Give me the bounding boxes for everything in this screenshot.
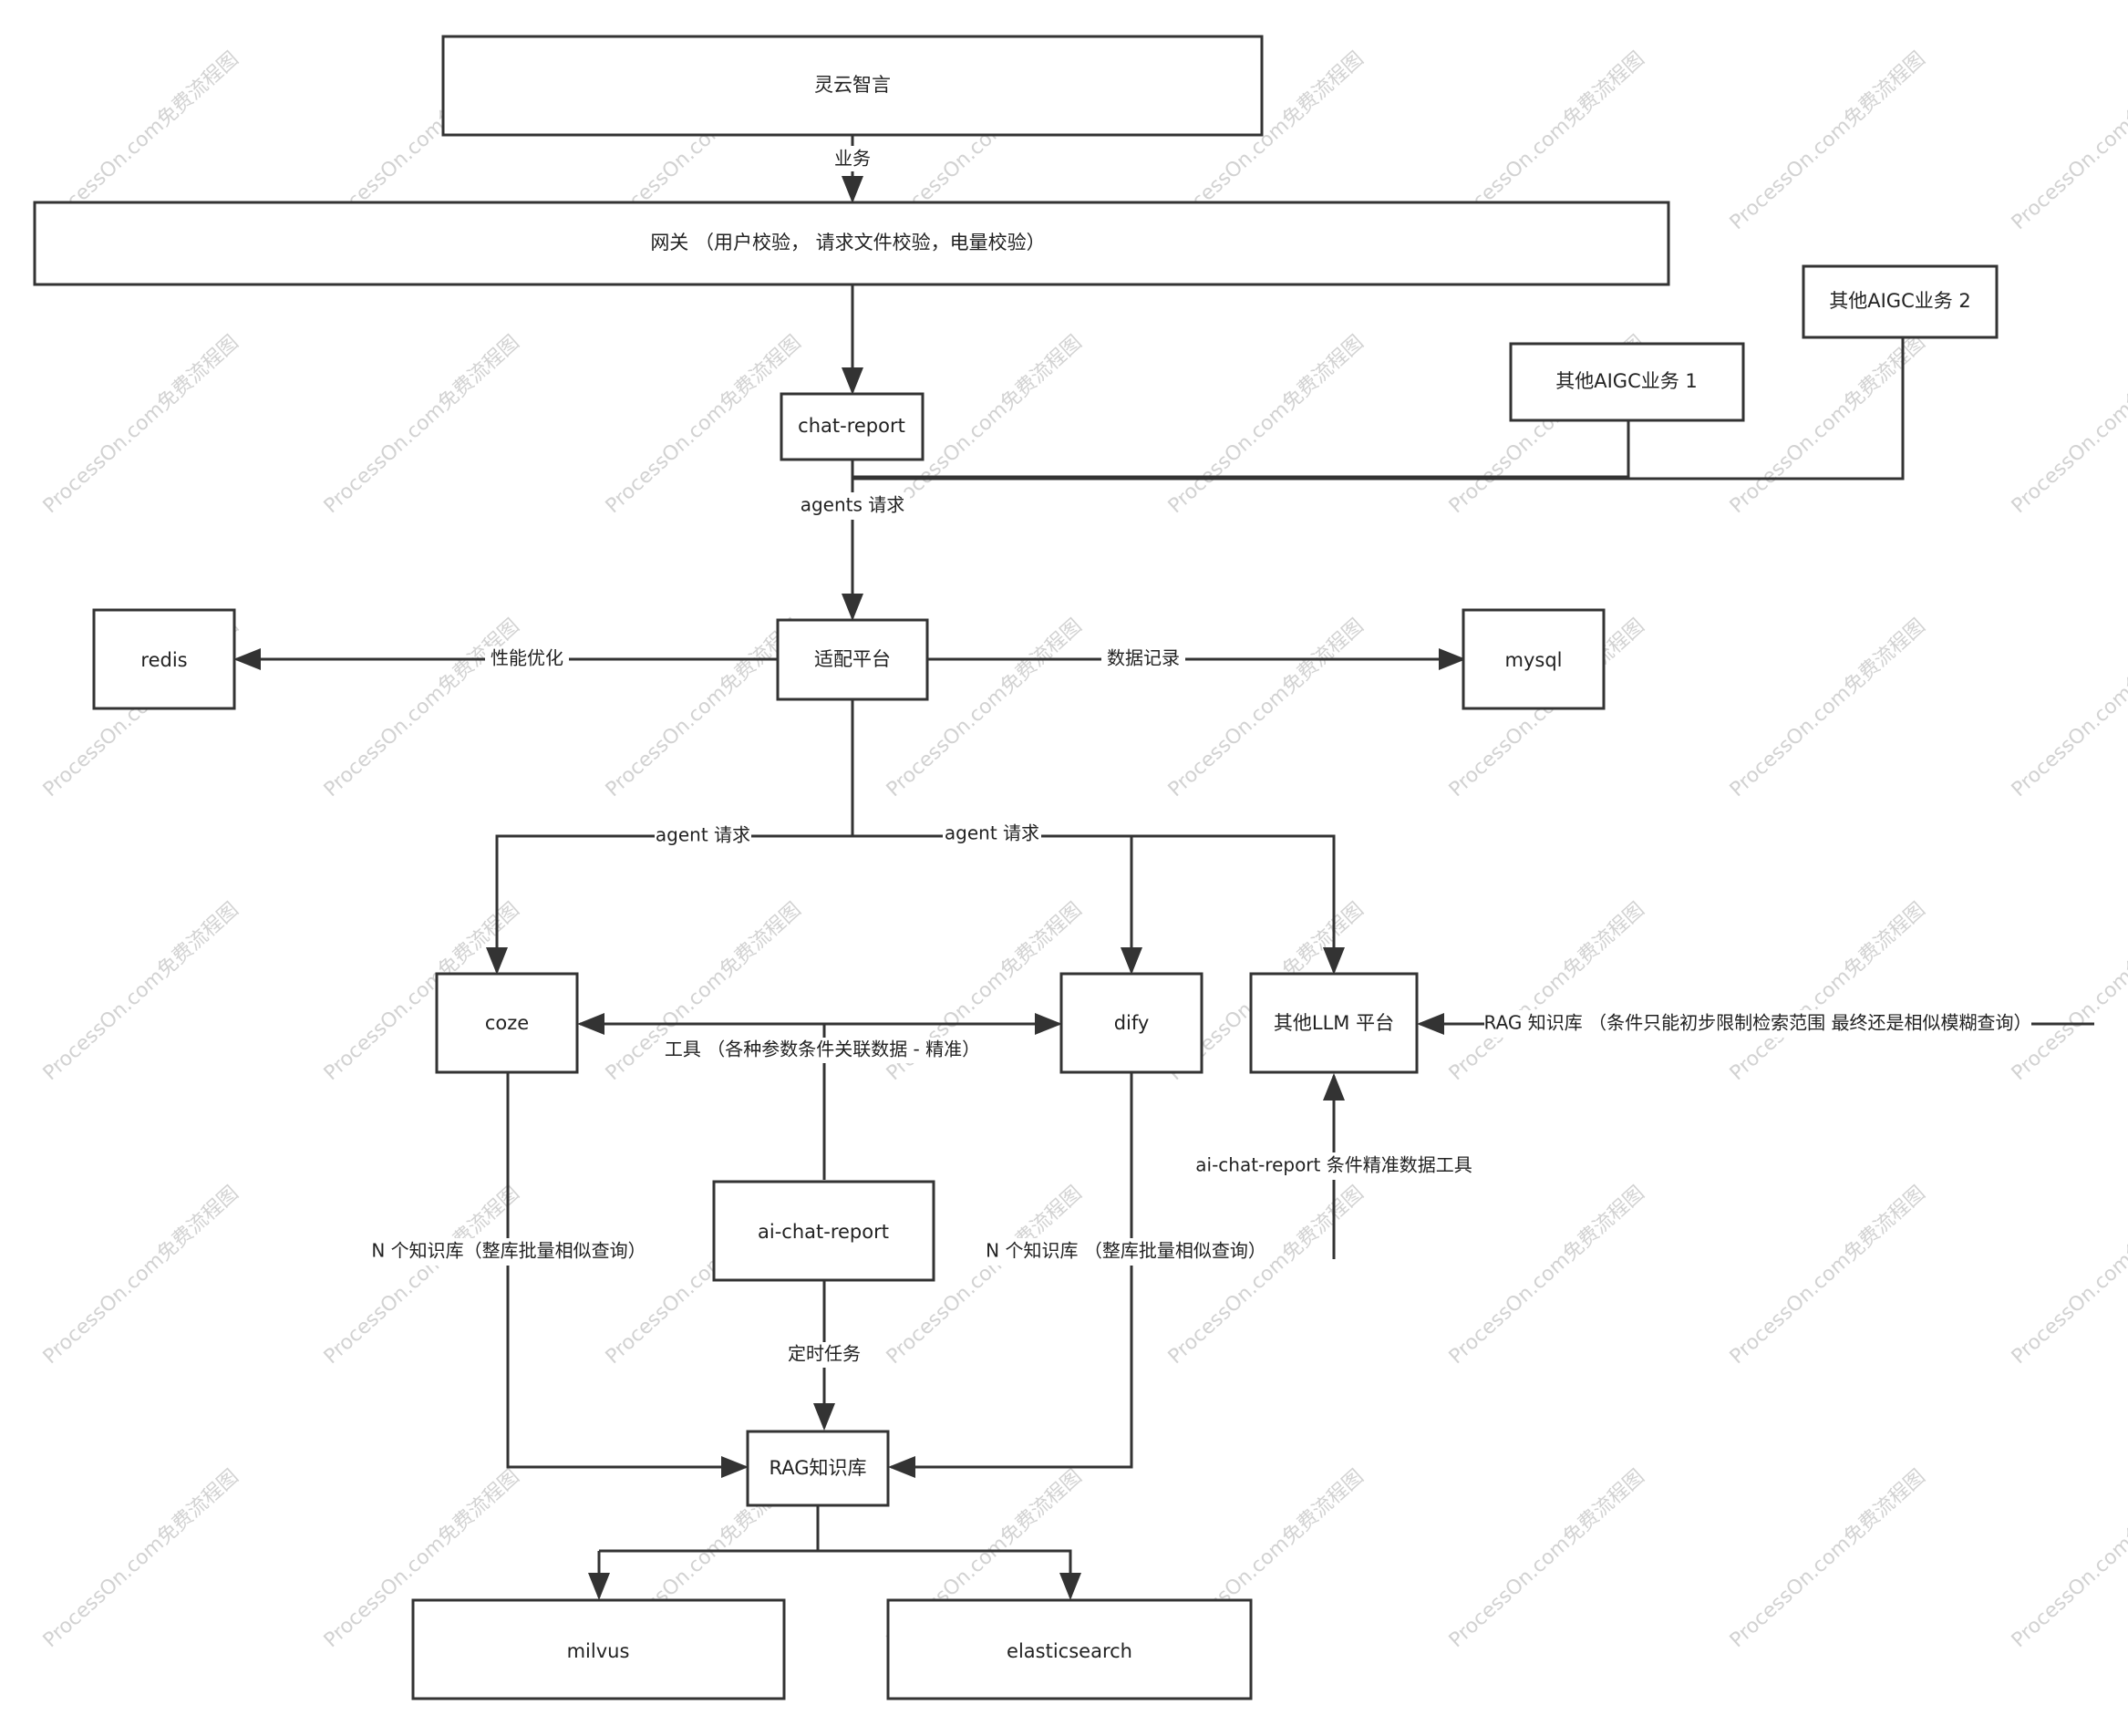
node-aigc2[interactable]: 其他AIGC业务 2: [1802, 264, 1999, 339]
watermark-text: ProcessOn.com免费流程图: [1726, 898, 1930, 1085]
node-mysql[interactable]: mysql: [1462, 608, 1606, 710]
edge-aigc2-merge: [852, 337, 1905, 480]
watermark-text: ProcessOn.com免费流程图: [320, 1182, 524, 1369]
label-tools-text: 工具 （各种参数条件关联数据 - 精准）: [665, 1038, 980, 1060]
node-chat-report[interactable]: chat-report: [780, 392, 925, 461]
node-elasticsearch-label: elasticsearch: [1007, 1640, 1132, 1662]
edge-dify-rag: [888, 1072, 1133, 1478]
watermark-text: ProcessOn.com免费流程图: [2008, 1465, 2128, 1652]
watermark-text: ProcessOn.com免费流程图: [39, 1465, 243, 1652]
node-gateway-label: 网关 （用户校验， 请求文件校验，电量校验）: [650, 232, 1045, 253]
label-ai-precise: ai-chat-report 条件精准数据工具: [1194, 1152, 1473, 1180]
node-lingyun[interactable]: 灵云智言: [441, 35, 1264, 137]
node-elasticsearch[interactable]: elasticsearch: [886, 1598, 1253, 1700]
watermark-text: ProcessOn.com免费流程图: [2008, 898, 2128, 1085]
watermark-text: ProcessOn.com免费流程图: [320, 615, 524, 801]
node-dify[interactable]: dify: [1059, 972, 1203, 1074]
edge-branch-otherllm: [1131, 834, 1345, 975]
watermark-text: ProcessOn.com免费流程图: [1164, 1182, 1369, 1369]
node-milvus-label: milvus: [567, 1640, 630, 1662]
label-agents-request-text: agents 请求: [801, 494, 905, 516]
label-datalog-text: 数据记录: [1107, 647, 1180, 669]
node-adapter-label: 适配平台: [814, 648, 891, 670]
node-aigc1[interactable]: 其他AIGC业务 1: [1509, 342, 1745, 422]
label-n-kb-right: N 个知识库 （整库批量相似查询）: [986, 1238, 1266, 1266]
node-redis[interactable]: redis: [92, 608, 236, 710]
watermark-text: ProcessOn.com免费流程图: [1164, 615, 1369, 801]
node-coze[interactable]: coze: [435, 972, 579, 1074]
node-adapter[interactable]: 适配平台: [776, 618, 929, 701]
label-timer-text: 定时任务: [788, 1343, 861, 1365]
node-rag-label: RAG知识库: [769, 1457, 866, 1479]
node-dify-label: dify: [1114, 1012, 1150, 1034]
watermark-text: ProcessOn.com免费流程图: [320, 331, 524, 518]
label-timer: 定时任务: [785, 1342, 863, 1368]
edge-aigc1-merge: [852, 420, 1630, 479]
node-redis-label: redis: [140, 649, 187, 671]
watermark-text: ProcessOn.com免费流程图: [2008, 1182, 2128, 1369]
label-perf: 性能优化: [485, 646, 569, 672]
watermark-text: ProcessOn.com免费流程图: [2008, 47, 2128, 234]
label-n-kb-left-text: N 个知识库（整库批量相似查询）: [371, 1240, 646, 1262]
watermark-text: ProcessOn.com免费流程图: [1445, 898, 1649, 1085]
edge-split-es: [818, 1549, 1081, 1600]
label-agent-req-left: agent 请求: [655, 823, 751, 849]
watermark-text: ProcessOn.com免费流程图: [602, 331, 806, 518]
label-n-kb-left: N 个知识库（整库批量相似查询）: [371, 1238, 646, 1266]
node-ai-chat-report-label: ai-chat-report: [758, 1221, 889, 1243]
label-datalog: 数据记录: [1101, 646, 1185, 672]
watermark-text: ProcessOn.com免费流程图: [1445, 1465, 1649, 1652]
label-ai-precise-text: ai-chat-report 条件精准数据工具: [1195, 1154, 1472, 1176]
label-perf-text: 性能优化: [491, 647, 563, 669]
node-lingyun-label: 灵云智言: [814, 74, 891, 96]
node-aigc1-label: 其他AIGC业务 1: [1555, 370, 1698, 392]
label-agents-request: agents 请求: [795, 492, 910, 520]
node-other-llm-label: 其他LLM 平台: [1274, 1012, 1394, 1034]
node-chat-report-label: chat-report: [798, 415, 905, 437]
watermark-text: ProcessOn.com免费流程图: [39, 331, 243, 518]
node-ai-chat-report[interactable]: ai-chat-report: [712, 1180, 935, 1282]
node-aigc2-label: 其他AIGC业务 2: [1829, 290, 1971, 312]
edge-coze-rag: [506, 1072, 749, 1478]
node-milvus[interactable]: milvus: [411, 1598, 786, 1700]
label-tools: 工具 （各种参数条件关联数据 - 精准）: [658, 1038, 987, 1063]
label-n-kb-right-text: N 个知识库 （整库批量相似查询）: [986, 1240, 1266, 1262]
node-mysql-label: mysql: [1505, 649, 1563, 671]
label-rag-other: RAG 知识库 （条件只能初步限制检索范围 最终还是相似模糊查询）: [1484, 1010, 2032, 1038]
watermark-text: ProcessOn.com免费流程图: [1726, 1465, 1930, 1652]
watermark-text: ProcessOn.com免费流程图: [39, 1182, 243, 1369]
label-business-text: 业务: [834, 148, 871, 170]
label-agent-req-right-text: agent 请求: [945, 822, 1039, 844]
watermark-text: ProcessOn.com免费流程图: [602, 615, 806, 801]
label-agent-req-left-text: agent 请求: [656, 824, 750, 846]
edge-branch-coze: [486, 834, 852, 975]
label-rag-other-text: RAG 知识库 （条件只能初步限制检索范围 最终还是相似模糊查询）: [1484, 1012, 2032, 1034]
edge-labels: 业务 agents 请求 性能优化 数据记录 agent 请求 agent 请求…: [371, 146, 2032, 1368]
watermark-text: ProcessOn.com免费流程图: [1726, 47, 1930, 234]
edge-branch-dify: [852, 834, 1142, 975]
watermark-text: ProcessOn.com免费流程图: [2008, 615, 2128, 801]
node-gateway[interactable]: 网关 （用户校验， 请求文件校验，电量校验）: [33, 201, 1670, 286]
nodes: 灵云智言 网关 （用户校验， 请求文件校验，电量校验） 其他AIGC业务 2 其…: [33, 35, 1999, 1700]
watermark-text: ProcessOn.com免费流程图: [1726, 1182, 1930, 1369]
watermark-text: ProcessOn.com免费流程图: [1164, 331, 1369, 518]
label-business: 业务: [825, 146, 880, 171]
node-coze-label: coze: [485, 1012, 529, 1034]
node-rag[interactable]: RAG知识库: [746, 1430, 890, 1507]
watermark-text: ProcessOn.com免费流程图: [2008, 331, 2128, 518]
label-agent-req-right: agent 请求: [943, 822, 1041, 847]
watermark-text: ProcessOn.com免费流程图: [39, 898, 243, 1085]
node-other-llm[interactable]: 其他LLM 平台: [1249, 972, 1419, 1074]
watermark-text: ProcessOn.com免费流程图: [1445, 1182, 1649, 1369]
watermark-text: ProcessOn.com免费流程图: [1726, 615, 1930, 801]
watermark-text: ProcessOn.com免费流程图: [1726, 331, 1930, 518]
